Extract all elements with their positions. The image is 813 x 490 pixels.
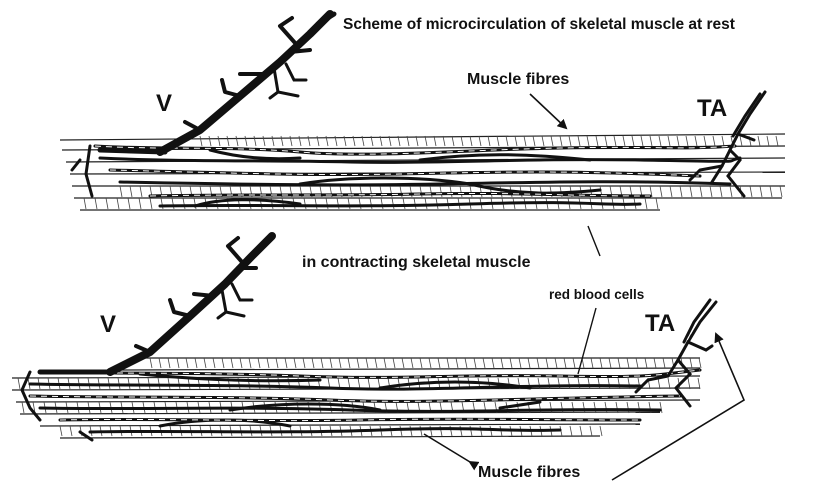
red-blood-cells-label: red blood cells: [549, 287, 644, 302]
venule-label-bottom: V: [100, 311, 116, 339]
diagram-title: Scheme of microcirculation of skeletal m…: [343, 16, 735, 34]
capillary-network-rest: [72, 146, 740, 206]
contracting-muscle-label: in contracting skeletal muscle: [302, 254, 531, 272]
arrow-red-blood-cells: [578, 308, 596, 374]
arrow-muscle-fibres-bottom-right: [612, 334, 744, 480]
venule-branches-contracting: [218, 284, 252, 318]
venule-contracting: [40, 236, 272, 372]
venule-rest: [100, 14, 334, 152]
terminal-arteriole-label-top: TA: [697, 95, 727, 123]
arrow-muscle-fibres-bottom-left: [424, 434, 470, 462]
terminal-arteriole-label-bottom: TA: [645, 310, 675, 338]
venule-branches-rest: [270, 64, 306, 98]
arrow-contracting: [588, 226, 600, 256]
arrow-muscle-fibres-top: [530, 94, 566, 128]
muscle-fibres-label-bottom: Muscle fibres: [478, 464, 580, 482]
venule-label-top: V: [156, 90, 172, 118]
muscle-fibres-label-top: Muscle fibres: [467, 71, 569, 89]
